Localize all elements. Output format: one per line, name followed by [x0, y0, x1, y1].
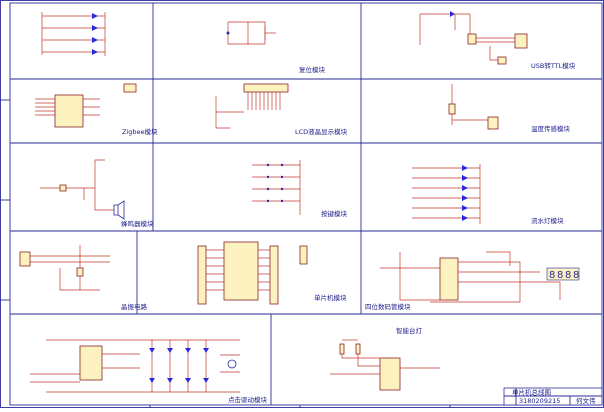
author-name: 何文伟 — [576, 396, 596, 405]
digit-1: 8 — [549, 270, 555, 281]
lcd-label: LCD液晶显示模块 — [295, 127, 348, 136]
smart-lamp-label: 智能台灯 — [396, 326, 423, 335]
motor-icon — [227, 359, 237, 369]
digit-2: 8 — [557, 270, 563, 281]
digit-4: 8 — [573, 270, 579, 281]
motor-drive-label: 点击驱动模块 — [228, 395, 268, 404]
zigbee-label: Zigbee模块 — [122, 127, 158, 136]
temp-sensor-module: 温度传感模块 — [448, 84, 571, 133]
module-dividers — [10, 3, 602, 405]
usb-ttl-module: USB转TTL模块 — [419, 11, 576, 70]
crystal-oscillator — [76, 267, 84, 277]
title-block: 单片机总线图 3180209215 何文伟 — [503, 388, 603, 406]
seg-display-module: 8 8 8 8 四位数码管模块 — [365, 251, 579, 311]
motor-driver-chip — [79, 345, 103, 381]
crystal-module: 晶振电路 — [19, 245, 148, 311]
mcu-chip — [223, 241, 259, 301]
reset-module: 复位模块 — [226, 21, 326, 74]
digit-3: 8 — [565, 270, 571, 281]
temp-sensor-label: 温度传感模块 — [531, 124, 571, 133]
motor-drive-module: 点击驱动模块 — [30, 339, 268, 404]
zigbee-module: Zigbee模块 — [35, 12, 158, 136]
keys-label: 按键模块 — [321, 209, 348, 218]
buzzer-module: 蜂鸣器模块 — [40, 159, 154, 228]
mcu-header-right — [269, 245, 279, 305]
keys-module: 按键模块 — [252, 160, 348, 218]
title-text: 单片机总线图 — [512, 388, 551, 397]
usb-connector — [514, 33, 528, 49]
driver-chip — [439, 257, 459, 301]
drawing-number: 3180209215 — [519, 397, 560, 405]
lcd-header — [243, 83, 289, 93]
mcu-label: 单片机模块 — [314, 293, 347, 302]
zigbee-led-row — [42, 12, 106, 56]
reset-label: 复位模块 — [299, 65, 326, 74]
ds18b20-sensor — [487, 116, 499, 130]
smart-lamp-module: 智能台灯 — [330, 326, 440, 391]
seven-seg-digits: 8 8 8 8 — [546, 267, 579, 281]
led-flow-module: 流水灯模块 — [412, 164, 564, 225]
crystal-label: 晶振电路 — [121, 302, 148, 311]
zigbee-chip — [54, 94, 84, 128]
zigbee-connector — [123, 83, 137, 93]
buzzer-label: 蜂鸣器模块 — [121, 219, 154, 228]
seg-display-label: 四位数码管模块 — [365, 302, 411, 311]
buzzer-icon — [113, 200, 125, 220]
lamp-chip — [379, 357, 401, 391]
usb-ttl-label: USB转TTL模块 — [531, 61, 576, 70]
mcu-module: 单片机模块 — [197, 241, 347, 305]
lcd-module: LCD液晶显示模块 — [215, 83, 348, 136]
mcu-header-left — [197, 245, 207, 305]
led-flow-label: 流水灯模块 — [531, 216, 564, 225]
